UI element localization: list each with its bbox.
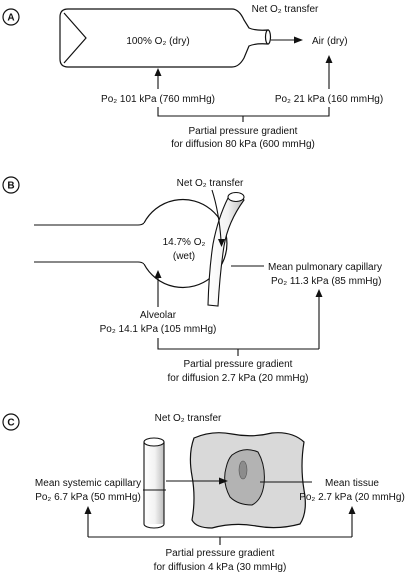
panel-b-letter: B [7,181,14,192]
net-o2-transfer-label-b: Net O₂ transfer [177,178,244,189]
panel-c-badge: C [2,413,20,431]
pulmonary-capillary-label-line1: Mean pulmonary capillary [268,262,382,273]
alveolar-label-line1: Alveolar [140,310,177,321]
panel-b: B 14.7% O₂ (wet) Net O₂ transfer Mean pu… [2,176,382,384]
alveolar-label-line2: Po₂ 14.1 kPa (105 mmHg) [100,324,217,335]
cylinder-neck-ring [264,29,272,45]
gradient-bracket-c [88,536,352,545]
pulmonary-capillary-label-line2: Po₂ 11.3 kPa (85 mmHg) [271,276,381,287]
panel-b-badge: B [2,176,20,194]
pointer-arrows-c [84,506,356,537]
panel-a-letter: A [7,13,14,24]
systemic-capillary-label-line2: Po₂ 6.7 kPa (50 mmHg) [35,492,141,503]
panel-a-badge: A [2,8,20,26]
pointer-arrows-b [154,270,323,349]
gradient-label-c-line1: Partial pressure gradient [166,548,275,559]
gradient-label-c-line2: for diffusion 4 kPa (30 mmHg) [154,562,287,573]
alveolar-content-line1: 14.7% O₂ [163,237,206,248]
cell-nucleus [238,460,248,480]
net-o2-transfer-label-c: Net O₂ transfer [155,413,222,424]
pointer-arrows-a [154,55,333,89]
flow-arrow-a [271,36,303,44]
alveolus [143,198,228,289]
cylinder-content-label: 100% O₂ (dry) [126,36,189,47]
air-label: Air (dry) [312,36,348,47]
panel-c: C Net O₂ transfer Mean systemic capillar… [2,413,405,573]
flow-arrow-b [211,189,225,247]
cylinder-base-notch [63,12,87,64]
flow-arrow-c [166,477,228,485]
systemic-capillary-label-line1: Mean systemic capillary [35,478,141,489]
airway [34,222,145,265]
gradient-label-b-line1: Partial pressure gradient [184,359,293,370]
cylinder-po2-label: Po₂ 101 kPa (760 mmHg) [101,94,215,105]
gas-cylinder [59,8,269,68]
gradient-label-a-line1: Partial pressure gradient [189,126,298,137]
gradient-label-b-line2: for diffusion 2.7 kPa (20 mmHg) [168,373,309,384]
net-o2-transfer-label-a: Net O₂ transfer [252,4,319,15]
panel-a: A 100% O₂ (dry) Net O₂ transfer Air (dry… [2,4,383,150]
gradient-label-a-line2: for diffusion 80 kPa (600 mmHg) [171,139,315,150]
gradient-bracket-a [157,107,330,122]
panel-c-letter: C [7,418,14,429]
air-po2-label: Po₂ 21 kPa (160 mmHg) [275,94,383,105]
alveolar-content-line2: (wet) [173,251,195,262]
tissue-label-line2: Po₂ 2.7 kPa (20 mmHg) [299,492,405,503]
systemic-capillary [143,437,165,529]
capillary-top-opening [227,191,245,203]
gradient-bracket-b [157,338,319,356]
tissue-label-line1: Mean tissue [325,478,379,489]
